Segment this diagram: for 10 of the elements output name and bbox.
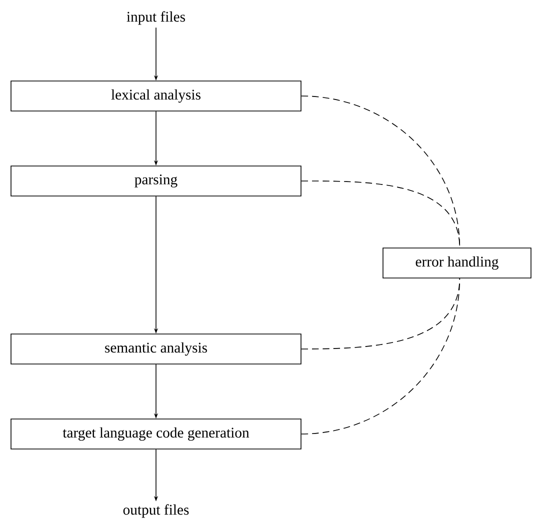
dashed-curve: [301, 278, 460, 434]
dashed-curve: [301, 96, 460, 248]
process-box: parsing: [10, 166, 302, 196]
process-box: semantic analysis: [10, 334, 302, 364]
text-label: output files: [123, 504, 189, 518]
text-label: input files: [126, 11, 185, 25]
process-box: error handling: [382, 248, 532, 278]
process-box: target language code generation: [10, 418, 302, 450]
dashed-curve: [301, 278, 460, 350]
process-box: lexical analysis: [10, 80, 302, 112]
